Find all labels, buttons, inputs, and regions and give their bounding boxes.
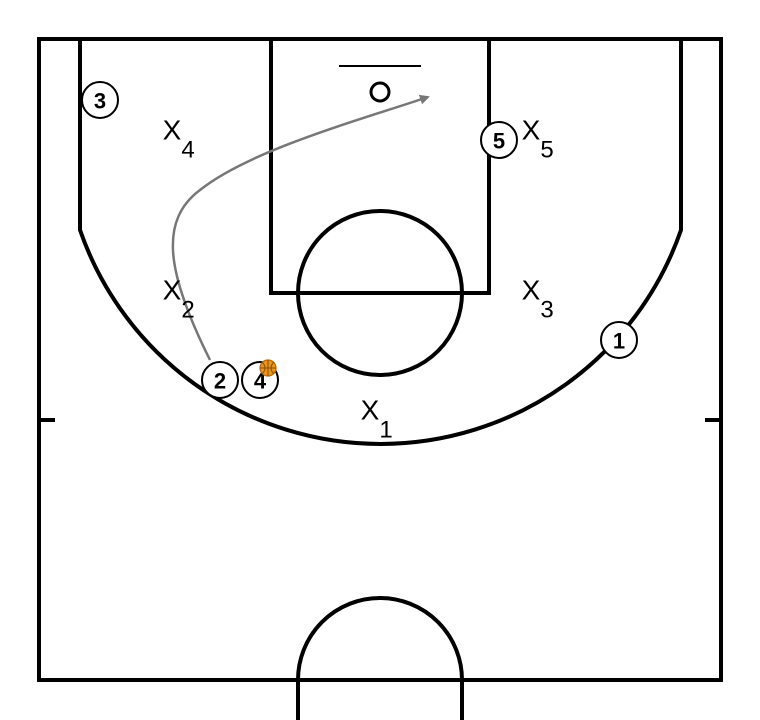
- svg-text:X: X: [522, 275, 541, 306]
- defender-x4[interactable]: X 4: [163, 115, 195, 164]
- offense-player-2[interactable]: 2: [201, 361, 239, 399]
- free-throw-circle: [296, 209, 464, 377]
- center-circle-sides: [296, 680, 464, 720]
- svg-text:2: 2: [181, 297, 194, 324]
- basketball-icon: [259, 359, 277, 377]
- offense-player-3[interactable]: 3: [81, 81, 119, 119]
- svg-text:1: 1: [613, 329, 625, 354]
- offense-player-5[interactable]: 5: [480, 121, 518, 159]
- offense-player-1[interactable]: 1: [600, 321, 638, 359]
- svg-text:3: 3: [540, 297, 553, 324]
- svg-text:3: 3: [94, 89, 106, 114]
- svg-text:5: 5: [540, 137, 553, 164]
- svg-text:2: 2: [214, 369, 226, 394]
- cut-path-arrow-icon: [171, 94, 430, 361]
- defender-x3[interactable]: X 3: [522, 275, 554, 324]
- svg-text:5: 5: [493, 129, 505, 154]
- svg-text:X: X: [361, 395, 380, 426]
- svg-text:4: 4: [181, 137, 194, 164]
- key-lane: [269, 37, 491, 295]
- svg-text:X: X: [163, 115, 182, 146]
- defender-x5[interactable]: X 5: [522, 115, 554, 164]
- svg-text:X: X: [163, 275, 182, 306]
- center-circle: [295, 596, 465, 685]
- svg-text:X: X: [522, 115, 541, 146]
- rim: [369, 81, 391, 103]
- court-boundary: [37, 37, 723, 682]
- defender-x1[interactable]: X 1: [361, 395, 393, 444]
- svg-text:1: 1: [379, 417, 392, 444]
- defender-x2[interactable]: X 2: [163, 275, 195, 324]
